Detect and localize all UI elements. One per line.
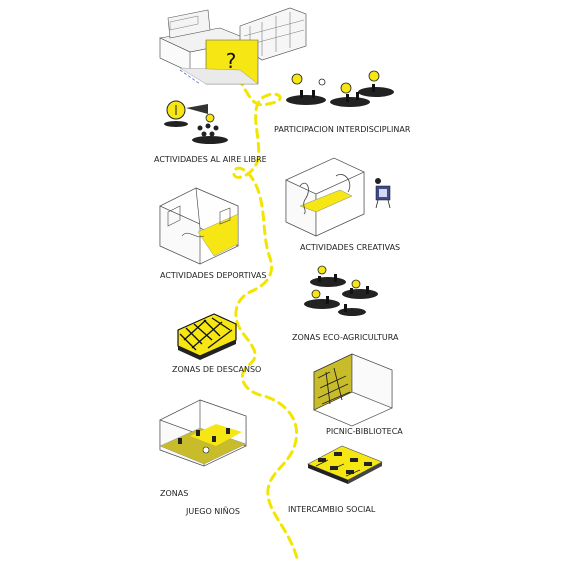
easel-icon [375, 178, 391, 209]
question-mark: ? [226, 49, 237, 73]
rest-zone-icon [177, 313, 237, 360]
eco-agriculture-icon [304, 265, 378, 316]
creative-room-icon [285, 157, 365, 237]
label-zonas: ZONAS [160, 489, 188, 498]
label-aire-libre: ACTIVIDADES AL AIRE LIBRE [154, 155, 267, 164]
label-eco-agricultura: ZONAS ECO-AGRICULTURA [292, 333, 399, 342]
label-juego-ninos: JUEGO NIÑOS [185, 506, 240, 516]
kids-play-icon [159, 399, 247, 467]
label-descanso: ZONAS DE DESCANSO [172, 365, 261, 374]
outdoor-people-icon [164, 100, 228, 144]
label-deportivas: ACTIVIDADES DEPORTIVAS [160, 271, 266, 280]
picnic-library-icon [313, 353, 393, 427]
label-picnic: PICNIC-BIBLIOTECA [326, 427, 403, 436]
label-creativas: ACTIVIDADES CREATIVAS [300, 243, 400, 252]
label-intercambio: INTERCAMBIO SOCIAL [288, 505, 376, 514]
dashed-path [232, 76, 300, 564]
social-exchange-icon [307, 445, 383, 484]
participation-people-icon [286, 70, 394, 107]
label-participacion: PARTICIPACION INTERDISCIPLINAR [274, 125, 411, 134]
building-icon [158, 7, 307, 85]
sports-room-icon [159, 187, 239, 265]
